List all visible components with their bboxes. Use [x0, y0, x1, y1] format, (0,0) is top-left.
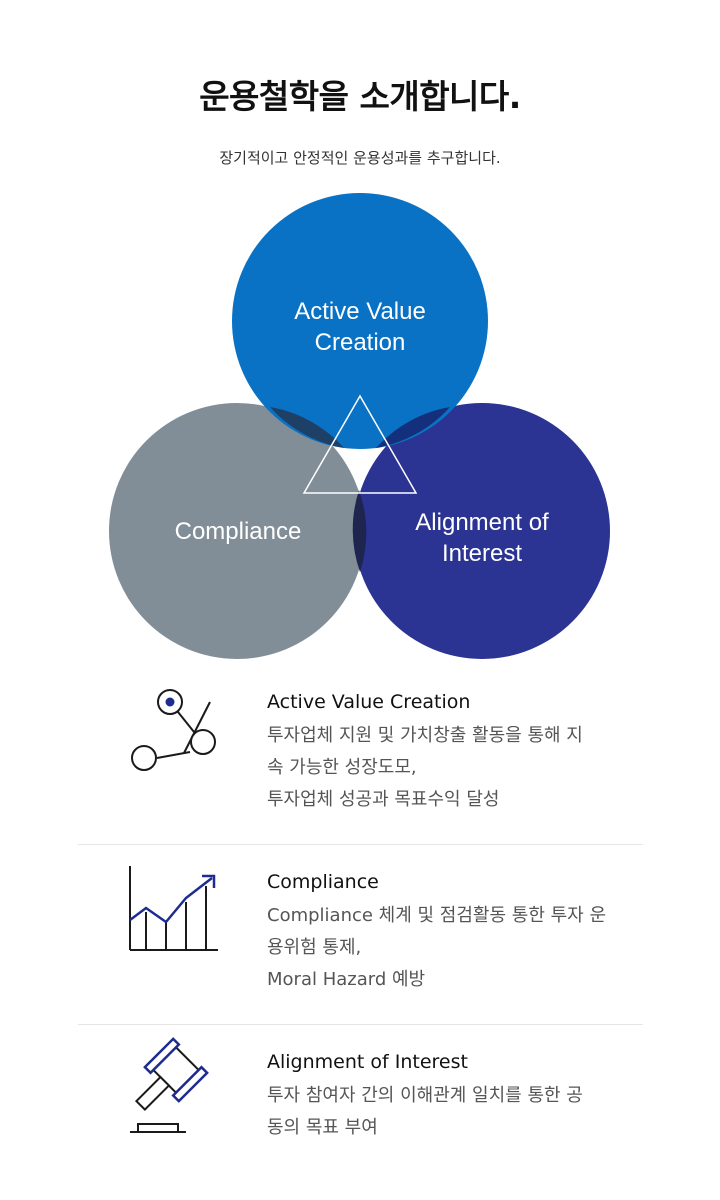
feature-text-alignment: Alignment of Interest 투자 참여자 간의 이해관계 일치를… — [267, 1048, 647, 1144]
divider — [78, 844, 643, 845]
venn-label-active-line1: Active Value — [294, 298, 426, 325]
venn-label-alignment-line2: Interest — [441, 540, 523, 567]
circle-alignment — [354, 403, 610, 659]
feature-description: 투자업체 지원 및 가치창출 활동을 통해 지 속 가능한 성장도모, 투자업체… — [267, 720, 647, 816]
feature-text-active-value: Active Value Creation 투자업체 지원 및 가치창출 활동을… — [267, 688, 647, 816]
circle-compliance — [109, 403, 365, 659]
feature-desc-line: 용위험 통제, — [267, 937, 362, 958]
divider — [78, 1024, 643, 1025]
circle-active-value — [232, 193, 488, 449]
feature-item-alignment: Alignment of Interest 투자 참여자 간의 이해관계 일치를… — [78, 1030, 643, 1180]
feature-description: Compliance 체계 및 점검활동 통한 투자 운 용위험 통제, Mor… — [267, 900, 647, 996]
feature-title: Active Value Creation — [267, 691, 471, 713]
feature-title: Compliance — [267, 871, 379, 893]
overlap-active-alignment — [376, 407, 450, 448]
feature-item-active-value: Active Value Creation 투자업체 지원 및 가치창출 활동을… — [78, 670, 643, 840]
network-nodes-icon — [118, 670, 228, 780]
feature-desc-line: 동의 목표 부여 — [267, 1117, 378, 1138]
feature-text-compliance: Compliance Compliance 체계 및 점검활동 통한 투자 운 … — [267, 868, 647, 996]
venn-label-compliance: Compliance — [118, 516, 358, 547]
center-triangle — [302, 394, 418, 494]
venn-label-alignment-line1: Alignment of — [415, 509, 549, 536]
growth-chart-icon — [118, 850, 228, 960]
feature-desc-line: Moral Hazard 예방 — [267, 969, 426, 990]
feature-desc-line: 투자업체 성공과 목표수익 달성 — [267, 789, 500, 810]
venn-diagram: Active Value Creation Compliance Alignme… — [0, 180, 720, 670]
feature-desc-line: 속 가능한 성장도모, — [267, 757, 417, 778]
feature-desc-line: Compliance 체계 및 점검활동 통한 투자 운 — [267, 905, 607, 926]
feature-desc-line: 투자업체 지원 및 가치창출 활동을 통해 지 — [267, 725, 583, 746]
venn-graphic — [109, 193, 610, 659]
page-subtitle: 장기적이고 안정적인 운용성과를 추구합니다. — [219, 149, 501, 167]
feature-desc-line: 투자 참여자 간의 이해관계 일치를 통한 공 — [267, 1085, 583, 1106]
overlap-compliance-alignment — [352, 490, 367, 572]
feature-item-compliance: Compliance Compliance 체계 및 점검활동 통한 투자 운 … — [78, 850, 643, 1020]
venn-label-active-value: Active Value Creation — [240, 296, 480, 358]
venn-label-compliance-line1: Compliance — [174, 518, 302, 545]
venn-label-active-line2: Creation — [314, 329, 406, 356]
feature-title: Alignment of Interest — [267, 1051, 468, 1073]
overlap-active-compliance — [270, 407, 344, 448]
page-title: 운용철학을 소개합니다. — [199, 77, 521, 116]
venn-label-alignment: Alignment of Interest — [362, 507, 602, 569]
feature-description: 투자 참여자 간의 이해관계 일치를 통한 공 동의 목표 부여 — [267, 1080, 647, 1144]
gavel-icon — [118, 1030, 228, 1140]
